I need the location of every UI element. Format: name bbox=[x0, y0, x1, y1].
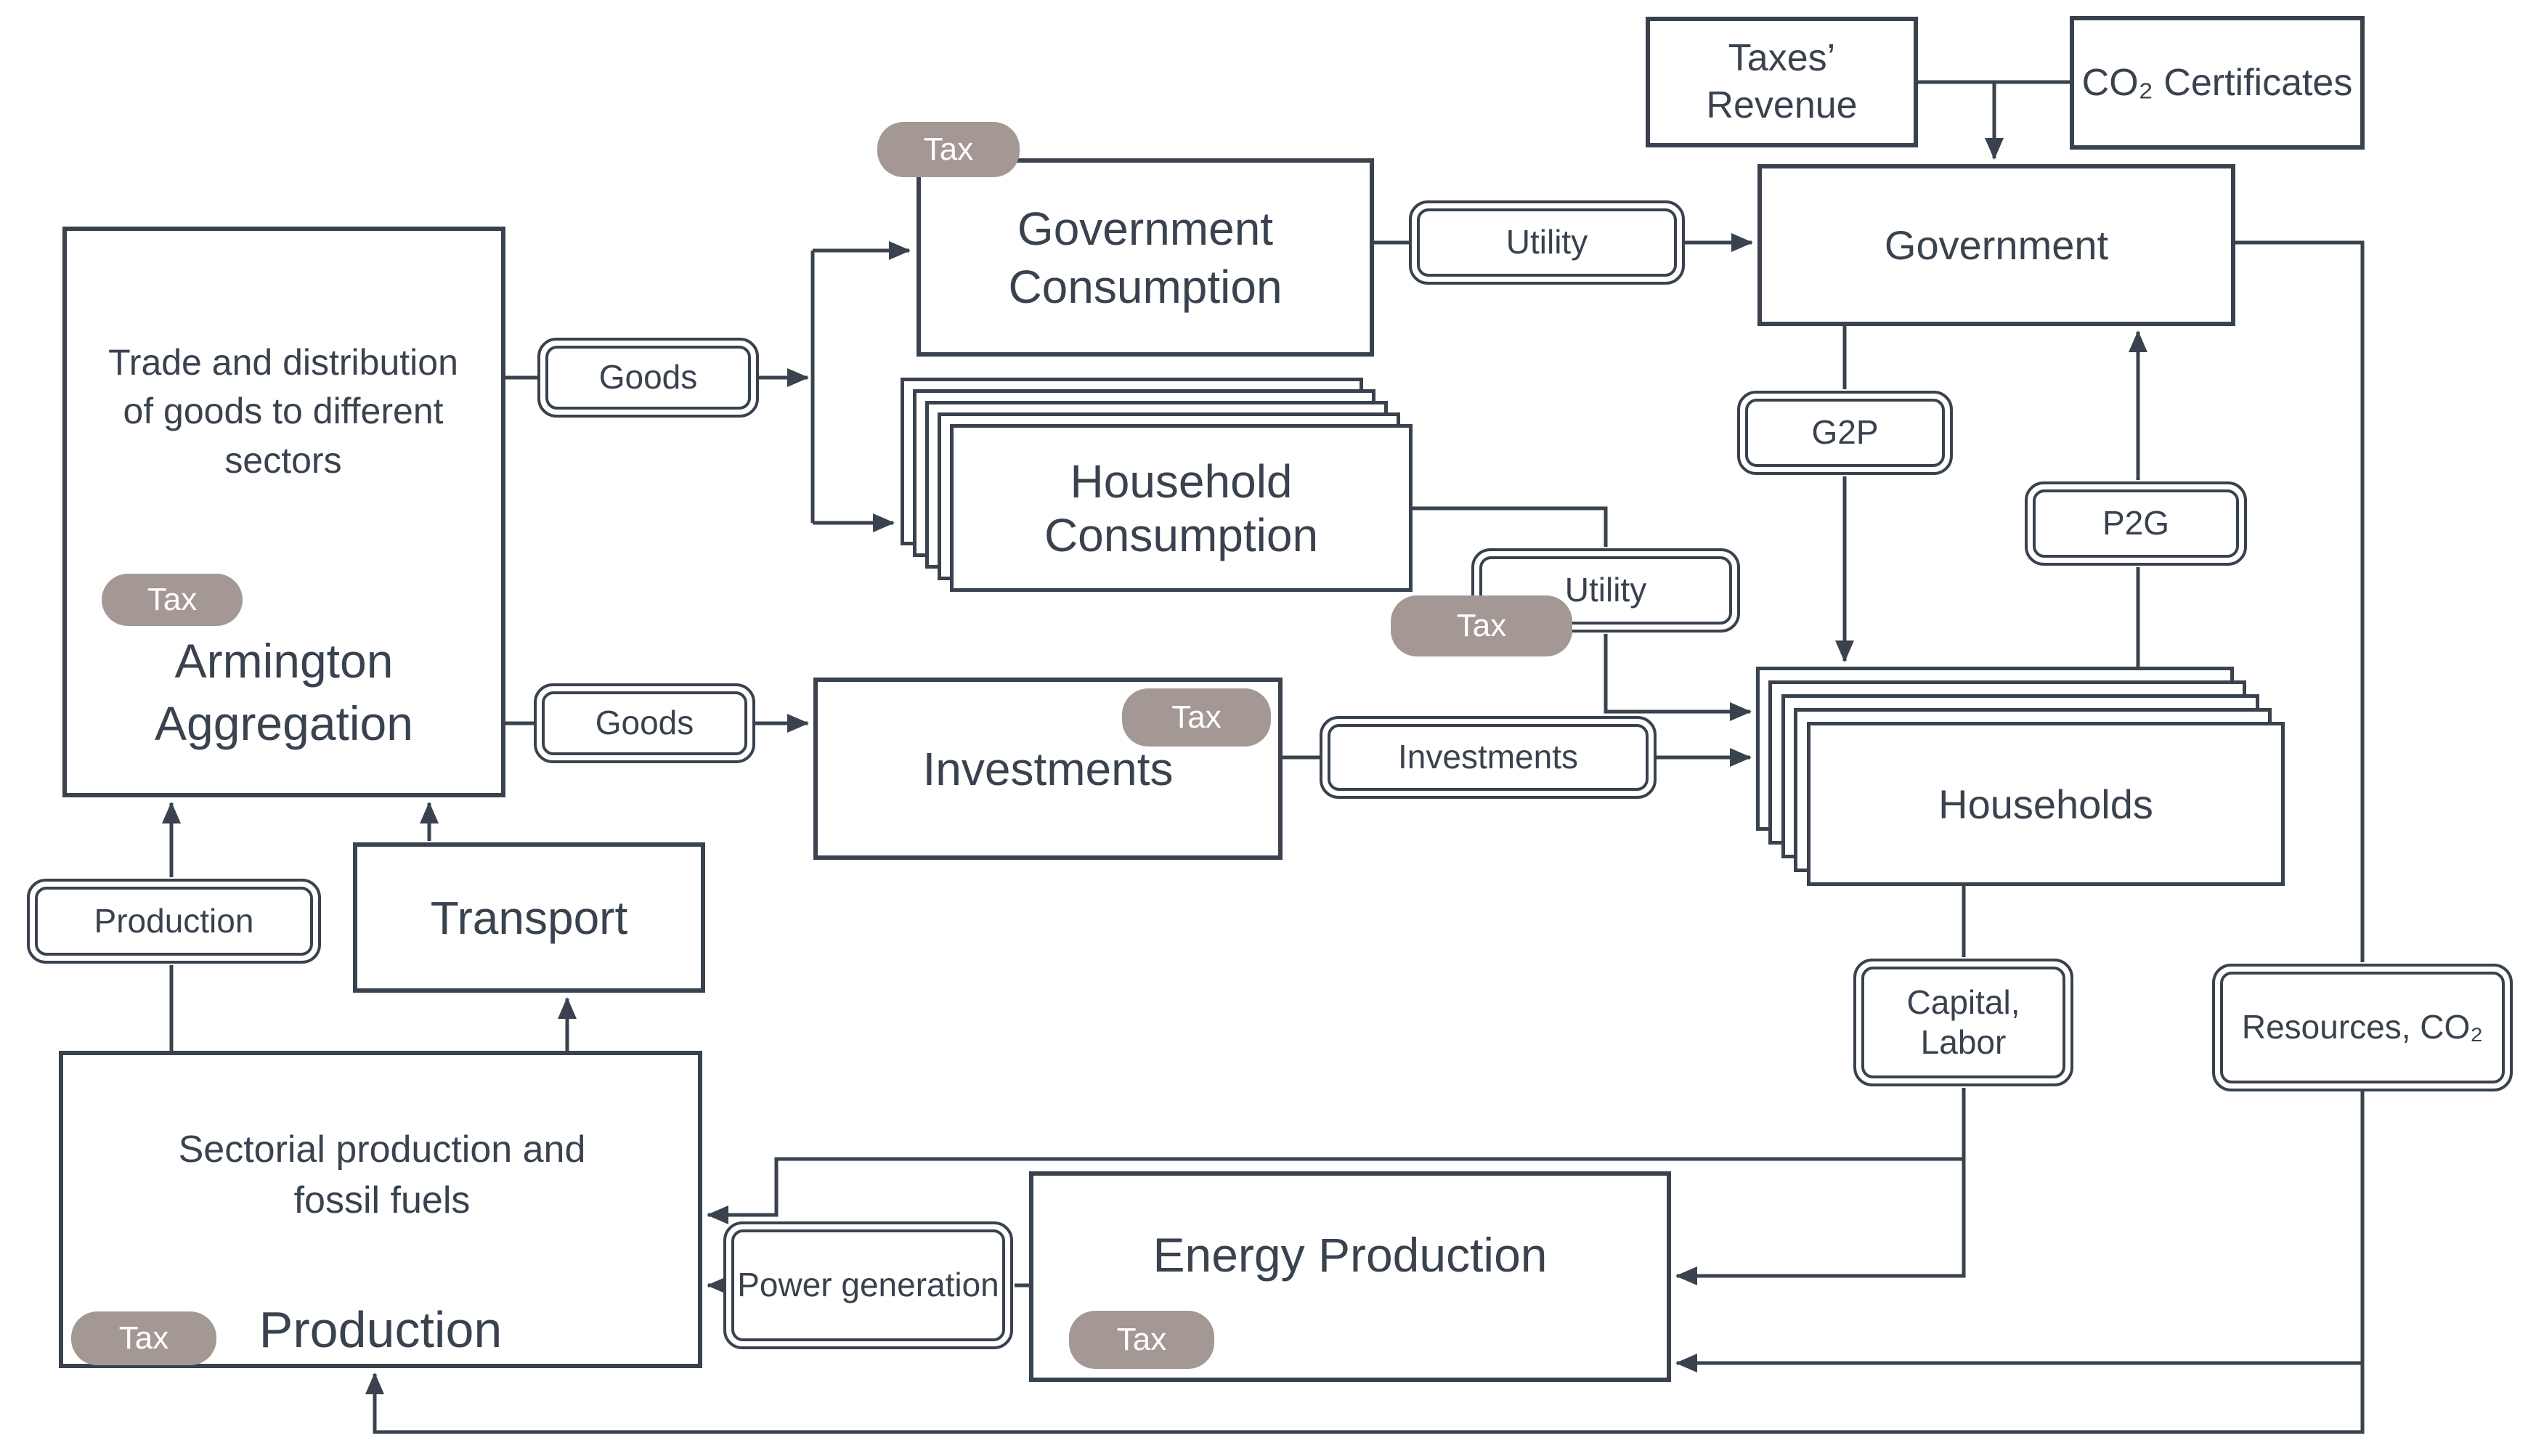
pill-production-flow: Production bbox=[27, 879, 321, 964]
production-title: Production bbox=[259, 1301, 503, 1358]
pill-goods-bottom-label: Goods bbox=[595, 704, 694, 742]
flow-hhcons-to-utility bbox=[1413, 506, 1608, 547]
box-government-consumption-label: Government Consumption bbox=[1008, 202, 1283, 313]
box-taxes-revenue-label: Taxes’ Revenue bbox=[1706, 37, 1858, 126]
pill-goods-top-label: Goods bbox=[598, 358, 698, 396]
flow-capital-into-energy bbox=[1675, 1088, 1966, 1285]
pill-utility-households-label: Utility bbox=[1564, 571, 1647, 609]
pill-g2p-label: G2P bbox=[1811, 413, 1879, 452]
pill-investments-flow-label: Investments bbox=[1398, 738, 1578, 776]
pill-g2p: G2P bbox=[1737, 391, 1953, 475]
pill-power-generation: Power generation bbox=[723, 1221, 1013, 1349]
pill-goods-top: Goods bbox=[537, 338, 759, 418]
flow-resources-bottom-into-production bbox=[365, 1091, 2365, 1434]
pill-investments-flow: Investments bbox=[1320, 716, 1657, 799]
flow-utility-into-households bbox=[1604, 634, 1752, 721]
box-armington-aggregation bbox=[62, 227, 505, 797]
box-household-consumption: Household Consumption bbox=[950, 424, 1413, 592]
box-energy-production-label: Energy Production bbox=[1153, 1227, 1548, 1282]
tax-badge-energy-production: Tax bbox=[1069, 1311, 1214, 1369]
pill-goods-bottom: Goods bbox=[534, 683, 755, 763]
pill-p2g-label: P2G bbox=[2102, 504, 2170, 542]
box-government-consumption: Government Consumption bbox=[917, 158, 1374, 357]
box-government: Government bbox=[1757, 164, 2235, 326]
box-co2-certificates: CO₂ Certificates bbox=[2070, 16, 2365, 150]
box-households-label: Households bbox=[1938, 781, 2153, 827]
box-energy-production: Energy Production bbox=[1029, 1171, 1671, 1382]
pill-utility-government: Utility bbox=[1409, 200, 1685, 285]
tax-badge-armington: Tax bbox=[102, 574, 243, 626]
tax-badge-household-consumption: Tax bbox=[1391, 595, 1572, 656]
flow-capital-into-production bbox=[707, 1157, 1964, 1224]
box-government-label: Government bbox=[1884, 221, 2109, 268]
armington-note: Trade and distribution of goods to diffe… bbox=[106, 273, 460, 550]
pill-resources-co2-label: Resources, CO₂ bbox=[2241, 1008, 2484, 1046]
flow-government-to-resources bbox=[2235, 240, 2365, 962]
box-transport: Transport bbox=[353, 842, 705, 993]
box-transport-label: Transport bbox=[430, 891, 628, 944]
tax-badge-government-consumption: Tax bbox=[877, 122, 1020, 177]
box-co2-certificates-label: CO₂ Certificates bbox=[2081, 61, 2353, 104]
box-household-consumption-label: Household Consumption bbox=[1044, 455, 1319, 561]
pill-capital-labor-label: Capital, Labor bbox=[1906, 983, 2020, 1061]
tax-badge-investments: Tax bbox=[1122, 688, 1271, 747]
armington-title: Armington Aggregation bbox=[155, 634, 413, 750]
tax-badge-production: Tax bbox=[71, 1311, 216, 1365]
production-note: Sectorial production and fossil fuels bbox=[141, 1068, 623, 1282]
pill-production-flow-label: Production bbox=[94, 901, 254, 940]
pill-capital-labor: Capital, Labor bbox=[1853, 959, 2073, 1086]
pill-power-generation-label: Power generation bbox=[737, 1266, 999, 1304]
production-note-text: Sectorial production and fossil fuels bbox=[178, 1128, 586, 1221]
pill-p2g: P2G bbox=[2025, 481, 2247, 566]
box-investments-label: Investments bbox=[922, 742, 1174, 795]
pill-resources-co2: Resources, CO₂ bbox=[2212, 964, 2513, 1091]
pill-utility-government-label: Utility bbox=[1505, 223, 1588, 261]
armington-note-text: Trade and distribution of goods to diffe… bbox=[108, 341, 458, 481]
box-households: Households bbox=[1807, 722, 2285, 886]
box-taxes-revenue: Taxes’ Revenue bbox=[1646, 17, 1918, 147]
